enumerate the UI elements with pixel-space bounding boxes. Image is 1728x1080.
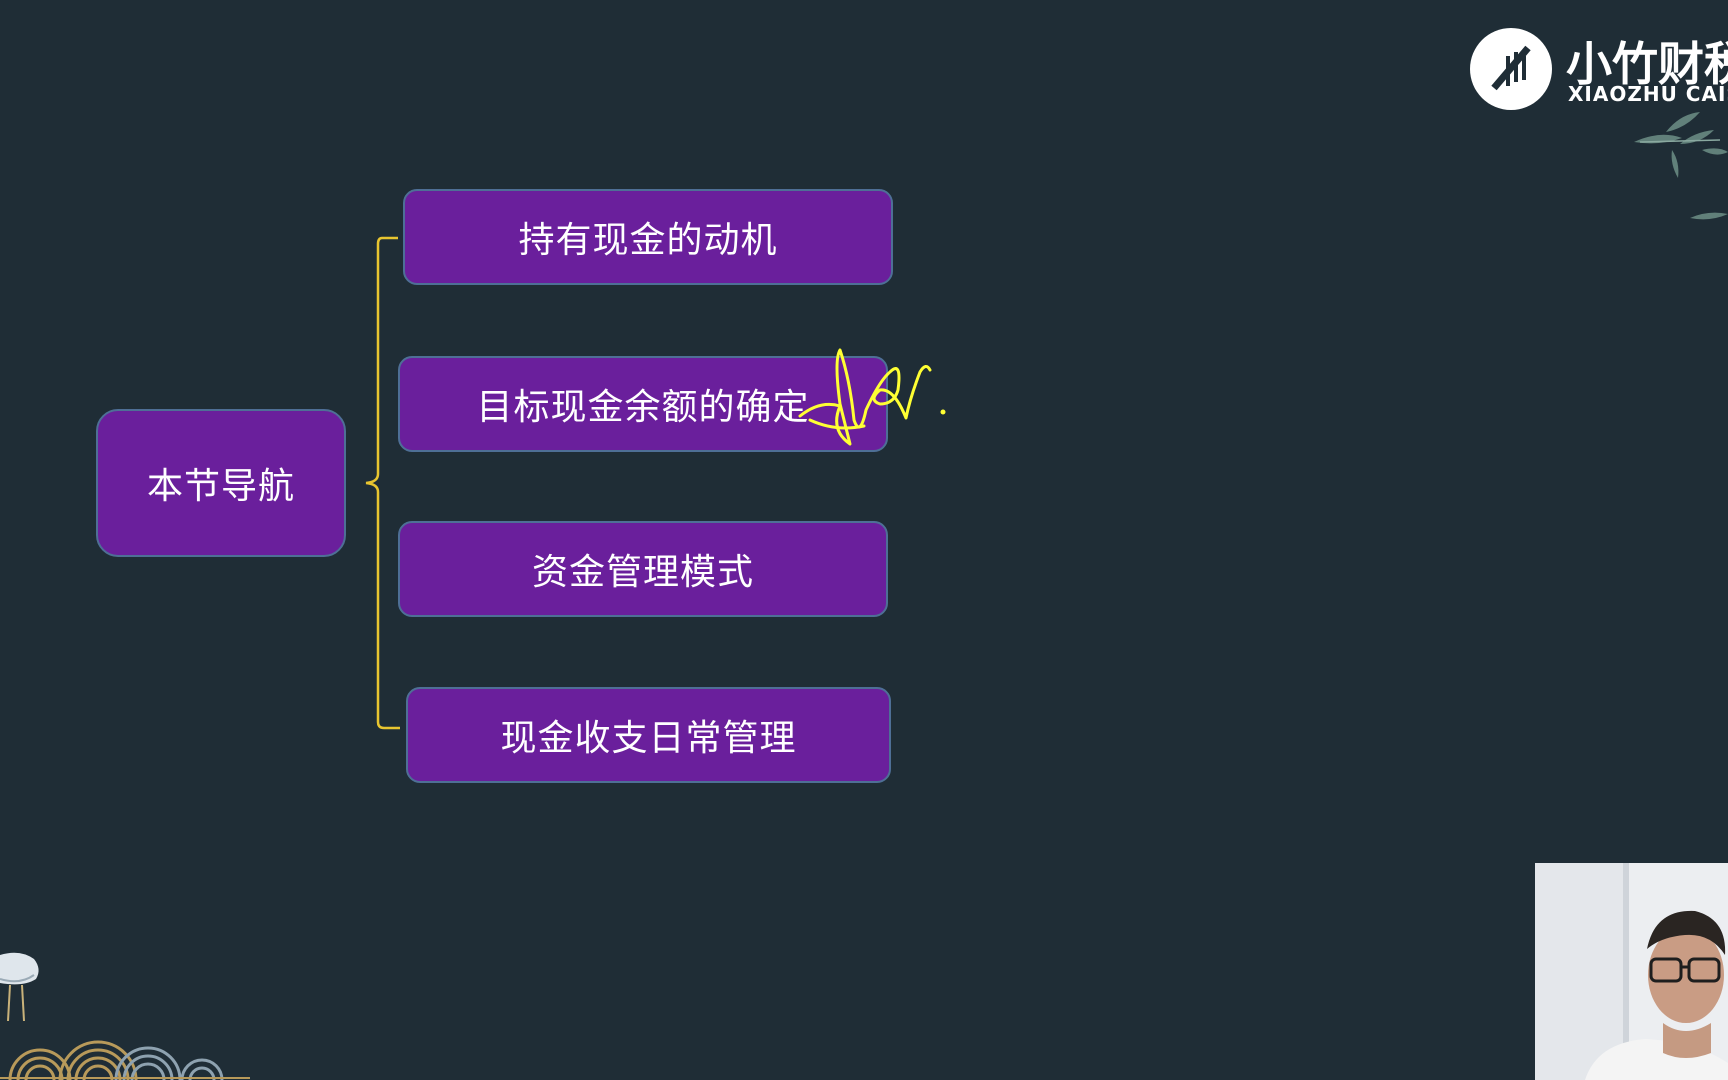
topic-node-3[interactable]: 资金管理模式 <box>398 521 888 617</box>
crane-icon <box>0 952 39 1022</box>
topic-node-1[interactable]: 持有现金的动机 <box>403 189 893 285</box>
bracket-connector <box>365 236 400 730</box>
topic-label: 资金管理模式 <box>531 552 754 593</box>
pen-annotation <box>798 348 946 446</box>
topic-node-4[interactable]: 现金收支日常管理 <box>406 687 891 783</box>
wave-pattern-icon <box>0 1040 250 1080</box>
bamboo-leaves-icon <box>1634 112 1728 220</box>
bamboo-logo-icon <box>1470 28 1552 110</box>
logo-text-cn: 小竹财税 <box>1566 37 1728 91</box>
logo-text-en: XIAOZHU CAISHUI <box>1568 82 1728 106</box>
topic-label: 目标现金余额的确定 <box>476 387 810 428</box>
webcam-overlay <box>1535 863 1728 1080</box>
root-label: 本节导航 <box>146 466 295 507</box>
topic-label: 现金收支日常管理 <box>500 718 797 759</box>
root-node[interactable]: 本节导航 <box>96 409 346 557</box>
presenter-video <box>1535 863 1728 1080</box>
topic-node-2[interactable]: 目标现金余额的确定 <box>398 356 888 452</box>
topic-label: 持有现金的动机 <box>518 220 778 261</box>
brand-logo: 小竹财税 XIAOZHU CAISHUI <box>1468 26 1728 116</box>
